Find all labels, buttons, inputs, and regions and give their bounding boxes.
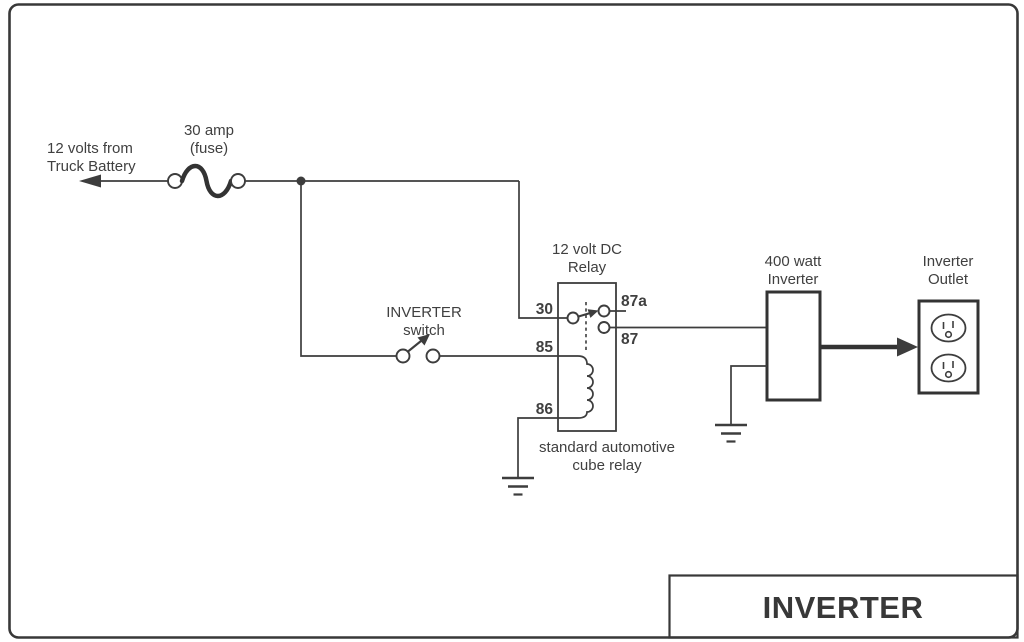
wire-branch-to-switch [300, 181, 397, 357]
outlet-label-line2: Outlet [928, 271, 969, 288]
outlet-receptacle-top-icon [930, 313, 967, 343]
inverter-box [765, 290, 822, 402]
fuse-element-icon [179, 163, 234, 199]
fuse-label-line1: 30 amp [184, 122, 234, 139]
relay-contact-87a-icon [597, 304, 611, 318]
relay-terminal-85-label: 85 [536, 339, 554, 356]
page-border [8, 3, 1019, 639]
relay-label-line1: 12 volt DC [552, 241, 622, 258]
relay-terminal-87-label: 87 [621, 331, 638, 348]
relay-armature-arrow-icon [587, 309, 599, 318]
relay-label-line2: Relay [568, 259, 607, 276]
ground-icon-relay [502, 476, 534, 496]
switch-arrow-icon [417, 334, 430, 346]
wire-supply-to-terminal-30 [518, 181, 568, 319]
relay-box [557, 282, 617, 432]
relay-common-contact-icon [566, 311, 580, 325]
diagram-title: INVERTER [763, 590, 924, 625]
battery-arrow-icon [79, 174, 101, 188]
relay-caption-line1: standard automotive [539, 439, 675, 456]
fuse-label-line2: (fuse) [190, 140, 228, 157]
relay-terminal-30-label: 30 [536, 301, 553, 318]
relay-terminal-87a-label: 87a [621, 293, 647, 310]
switch-contact-right-icon [425, 348, 441, 364]
outlet-receptacle-bottom-icon [930, 353, 967, 383]
switch-lever [407, 340, 422, 353]
relay-contact-87-icon [597, 321, 611, 334]
relay-coil-icon [558, 355, 594, 419]
battery-label-line2: Truck Battery [47, 158, 136, 175]
fuse-terminal-right-icon [230, 173, 246, 189]
wire-terminal-86-to-ground [517, 417, 558, 477]
relay-terminal-86-label: 86 [536, 401, 554, 418]
switch-label-line2: switch [403, 322, 445, 339]
switch-contact-left-icon [395, 348, 411, 364]
relay-caption-line2: cube relay [572, 457, 642, 474]
ground-icon-inverter [715, 423, 747, 443]
outlet-arrow-icon [897, 337, 918, 357]
switch-label-line1: INVERTER [386, 304, 462, 321]
inverter-label-line1: 400 watt [765, 253, 823, 270]
inverter-label-line2: Inverter [768, 271, 819, 288]
battery-label-line1: 12 volts from [47, 140, 133, 157]
outlet-label-line1: Inverter [923, 253, 974, 270]
wire-inverter-to-ground [730, 365, 767, 424]
title-block-box [668, 574, 1019, 639]
